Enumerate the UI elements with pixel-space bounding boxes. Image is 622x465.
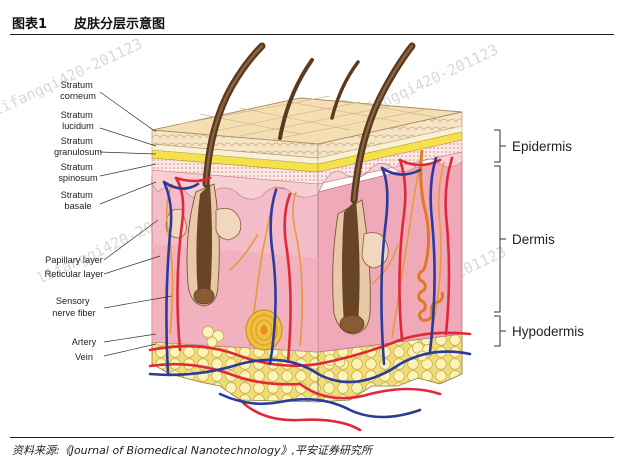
skin-layer-diagram: lifangqi420-201123 lifangqi420-201123 li… [0, 35, 584, 432]
label-papillary-layer: Papillary layer [45, 255, 103, 265]
label-artery: Artery [72, 337, 97, 347]
thin-hairs [278, 58, 360, 140]
veins [148, 156, 472, 419]
label-dermis: Dermis [512, 232, 555, 247]
figure-header: 图表1 皮肤分层示意图 [10, 8, 614, 35]
label-epidermis: Epidermis [512, 139, 572, 154]
hair-shaft-left [202, 42, 266, 188]
label-stratum-basale: Stratum basale [61, 190, 96, 211]
figure-footer: 资料来源:《Journal of Biomedical Nanotechnolo… [10, 437, 614, 457]
label-stratum-granulosum: Stratum granulosum [54, 136, 102, 157]
right-labels [494, 129, 506, 347]
watermark: lifangqi420-201123 [0, 35, 145, 120]
label-stratum-corneum: Stratum corneum [60, 80, 96, 101]
label-stratum-spinosum: Stratum spinosum [58, 162, 98, 183]
label-stratum-lucidum: Stratum lucidum [61, 110, 96, 131]
label-sensory-nerve-fiber: Sensory nerve fiber [52, 296, 95, 318]
figure-number: 图表1 [12, 17, 48, 32]
arteries [148, 156, 472, 432]
label-reticular-layer: Reticular layer [45, 269, 104, 279]
sensory-corpuscle [245, 309, 283, 351]
hair-shaft-right [350, 42, 416, 204]
label-vein: Vein [75, 352, 93, 362]
left-labels: Stratum corneum Stratum lucidum Stratum … [45, 80, 173, 362]
label-hypodermis: Hypodermis [512, 324, 584, 339]
figure-title: 皮肤分层示意图 [74, 17, 166, 32]
figure-source: 资料来源:《Journal of Biomedical Nanotechnolo… [12, 444, 372, 457]
epidermis-front [151, 129, 319, 200]
